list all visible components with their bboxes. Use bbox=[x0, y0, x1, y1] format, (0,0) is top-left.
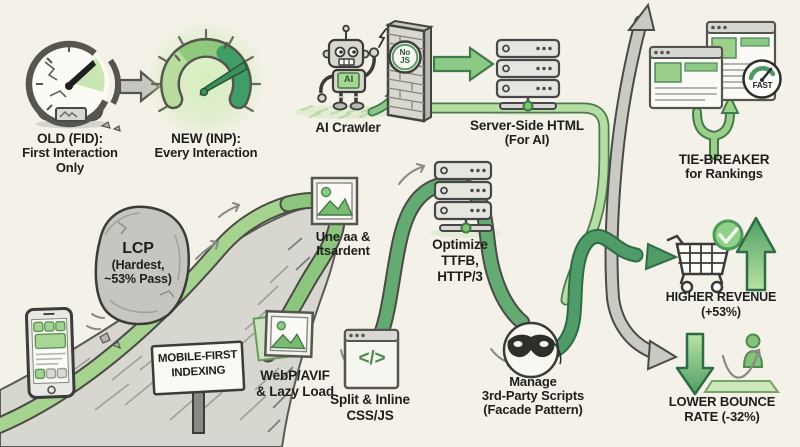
mask-icon bbox=[502, 321, 562, 379]
ai-crawler-label: AI Crawler bbox=[315, 120, 381, 135]
signpost-icon bbox=[150, 340, 246, 434]
tie-breaker-line2: for Rankings bbox=[685, 166, 763, 181]
robot-icon bbox=[317, 24, 397, 111]
tie-breaker-line1: TIE-BREAKER bbox=[678, 152, 770, 167]
lcp-rock-line2: (Hardest, bbox=[111, 258, 165, 272]
webp-line1: WebP/AVIF bbox=[260, 368, 330, 383]
server-stack-ssr-icon bbox=[495, 38, 561, 112]
lcp-rock-line1: LCP bbox=[122, 240, 154, 257]
bounce-line1: LOWER BOUNCE bbox=[668, 394, 776, 409]
picture-stack-icon bbox=[252, 309, 315, 362]
ttfb-line2: TTFB, bbox=[441, 253, 479, 268]
ssr-label-line1: Server-Side HTML bbox=[470, 118, 584, 133]
fork-arrow-icon bbox=[692, 93, 740, 160]
old-gauge-line1: First Interaction bbox=[22, 145, 118, 160]
lcp-rock-line3: ~53% Pass) bbox=[104, 272, 172, 286]
green-arrow-icon bbox=[432, 45, 495, 83]
no-js-badge bbox=[388, 40, 422, 74]
smartphone-icon bbox=[24, 306, 76, 400]
old-gauge-line2: Only bbox=[55, 160, 85, 175]
old-gauge-heading: OLD (FID): bbox=[37, 131, 103, 146]
junction-arrow bbox=[544, 229, 679, 360]
no-js-wall-icon bbox=[367, 19, 434, 123]
no-js-badge-text: No JS bbox=[399, 47, 411, 65]
preload-line2: Itsardent bbox=[316, 243, 370, 258]
thirdparty-line1: Manage bbox=[509, 374, 557, 389]
fast-badge-icon bbox=[742, 59, 782, 99]
new-gauge-line1: Every Interaction bbox=[154, 145, 258, 160]
ssr-label-line2: (For AI) bbox=[504, 132, 550, 147]
ttfb-line1: Optimize bbox=[432, 237, 488, 252]
bounce-line2: RATE (-32%) bbox=[684, 409, 760, 424]
bounce-arrow-icon bbox=[721, 348, 762, 379]
down-arrow-icon bbox=[675, 332, 715, 396]
fast-badge-label: FAST bbox=[752, 81, 773, 90]
thirdparty-line3: (Facade Pattern) bbox=[483, 402, 583, 417]
up-arrow-icon bbox=[735, 216, 777, 292]
cart-icon bbox=[666, 234, 731, 294]
check-badge-icon bbox=[712, 219, 744, 251]
splitcss-line1: Split & Inline bbox=[330, 392, 410, 407]
revenue-line1: HIGHER REVENUE bbox=[665, 290, 777, 304]
code-glyph: </> bbox=[358, 348, 386, 369]
new-gauge-heading: NEW (INP): bbox=[171, 131, 241, 146]
revenue-line2: (+53%) bbox=[701, 305, 741, 319]
code-window-icon bbox=[343, 328, 400, 390]
bounce-pad-icon bbox=[703, 380, 780, 393]
new-gauge-icon bbox=[146, 20, 266, 140]
old-gauge-icon bbox=[25, 40, 122, 132]
server-stack-ttfb-icon bbox=[433, 160, 493, 234]
ai-chip: AI bbox=[343, 74, 354, 85]
gray-flow-arrow bbox=[604, 2, 679, 371]
webp-line2: & Lazy Load bbox=[256, 384, 334, 399]
picture-icon bbox=[310, 176, 359, 226]
ttfb-line3: HTTP/3 bbox=[437, 269, 483, 284]
browser-window-front bbox=[648, 45, 724, 110]
thirdparty-line2: 3rd-Party Scripts bbox=[481, 388, 585, 403]
boulder-icon bbox=[86, 205, 190, 350]
mobile-first-sign: MOBILE-FIRST INDEXING bbox=[150, 348, 245, 383]
splitcss-line2: CSS/JS bbox=[346, 408, 394, 423]
preload-line1: Une aa & bbox=[315, 229, 371, 244]
